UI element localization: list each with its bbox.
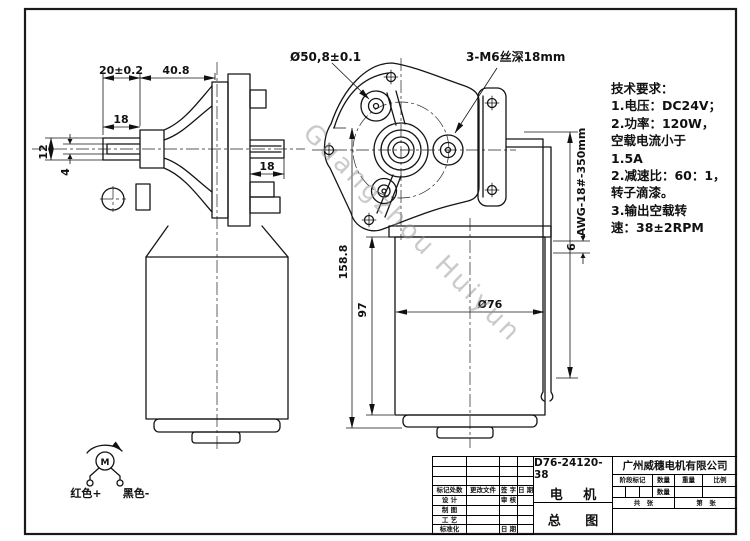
dim-total-height: 158.8 — [337, 245, 350, 280]
m6-mounting-bosses — [360, 90, 464, 205]
draft-label: 制 图 — [433, 505, 467, 516]
gearbox-flange-plate-1 — [211, 81, 229, 219]
title-block-right: 广州威穗电机有限公司 阶段标记 数量 重量 比例 数量 共 张 第 张 — [613, 457, 737, 535]
brush-cap-upper — [249, 181, 275, 198]
dimension-labels: 20±0.2 40.8 18 12 4 18 Ø50,8±0.1 3-M6丝深1… — [37, 49, 588, 318]
gearbox-flange-plate-2 — [227, 73, 251, 227]
revision-table: 标记处数 更改文件 签 字 日 期 设 计 审 核 制 图 工 艺 标准化 日 … — [433, 457, 534, 535]
title-block: 标记处数 更改文件 签 字 日 期 设 计 审 核 制 图 工 艺 标准化 日 … — [432, 456, 737, 535]
rev-header-file: 更改文件 — [467, 486, 500, 496]
gearbox-face-plate — [323, 62, 480, 232]
gearbox-bell-housing — [139, 85, 213, 213]
qty-header: 数量 — [653, 475, 675, 486]
dim-shaft-offset: 20±0.2 — [99, 64, 143, 77]
shaft-hub-circles — [373, 122, 429, 178]
scale-header: 比例 — [713, 476, 727, 484]
dim-body-height: 97 — [356, 302, 369, 317]
tech-line: 1.电压：DC24V； — [611, 98, 722, 114]
ear-bolts — [321, 69, 399, 228]
dim-shaft-len-right: 18 — [259, 160, 274, 173]
design-label: 设 计 — [433, 496, 467, 506]
tech-line: 3.输出空载转 — [611, 202, 687, 218]
dim-shaft-dia: 12 — [37, 144, 50, 159]
rotation-arrow — [86, 441, 123, 454]
face-ribs — [376, 90, 406, 218]
tech-line: 转子滴漆。 — [611, 185, 674, 201]
dim-wire-spec: AWG-18#-350mm — [575, 128, 588, 237]
weight-header: 重量 — [675, 475, 703, 486]
tech-line: 空载电流小于 — [611, 133, 687, 149]
rev-header-sign: 签 字 — [500, 486, 518, 496]
technical-requirements: 技术要求： 1.电压：DC24V； 2.功率：120W， 空载电流小于 1.5A… — [611, 80, 743, 237]
gearbox-top-knob — [249, 89, 267, 109]
black-lead-label: 黑色- — [123, 486, 150, 500]
tech-line: 速：38±2RPM — [611, 220, 704, 236]
date-label: 日 期 — [500, 525, 518, 535]
output-shaft-left — [102, 137, 141, 161]
dimension-lines — [45, 62, 590, 429]
standard-label: 标准化 — [433, 525, 467, 535]
process-label: 工 艺 — [433, 515, 467, 526]
tech-line: 2.功率：120W， — [611, 115, 715, 131]
side-view-linework — [101, 73, 289, 444]
company-name: 广州威穗电机有限公司 — [613, 457, 737, 475]
motor-wiring-symbol: M 红色+ 黑色- — [70, 441, 150, 500]
dim-bolt-circle: Ø50,8±0.1 — [290, 50, 361, 64]
dim-wire-exit: 6 — [565, 243, 578, 251]
tech-line: 1.5A — [611, 150, 643, 166]
red-lead-label: 红色+ — [70, 486, 101, 500]
side-terminal-block — [135, 183, 151, 211]
output-shaft-right — [249, 139, 285, 159]
motor-symbol-letter: M — [101, 458, 110, 468]
stage-header: 阶段标记 — [613, 475, 653, 486]
sheet-border-frame — [23, 7, 738, 536]
sheets-total: 共 张 — [613, 498, 675, 508]
tech-title: 技术要求： — [611, 81, 674, 96]
face-plate-inner-edge — [333, 72, 389, 129]
rev-header-date: 日 期 — [518, 486, 534, 496]
motor-shoulder — [145, 225, 289, 258]
front-view-linework — [321, 62, 554, 439]
motor-endbump-side — [191, 431, 241, 444]
motor-endbump-front — [436, 426, 494, 439]
qty-cell: 数量 — [653, 487, 675, 497]
part-number: D76-24120-38 — [534, 456, 603, 481]
dim-mounting-holes: 3-M6丝深18mm — [466, 49, 565, 64]
brush-cap-lower — [249, 196, 281, 214]
drawing-title: 总 图 — [547, 513, 609, 529]
dim-gearbox-width: 40.8 — [162, 64, 189, 77]
sheet-number: 第 张 — [696, 499, 716, 507]
dim-shaft-len-left: 18 — [113, 113, 128, 126]
bracket-bolts — [484, 95, 500, 198]
tech-line: 2.减速比：60：1， — [611, 168, 726, 184]
centerlines — [32, 58, 516, 452]
part-name: 电 机 — [549, 487, 605, 503]
dim-body-dia: Ø76 — [478, 298, 503, 311]
dim-keyway: 4 — [59, 168, 72, 176]
lead-wires — [505, 138, 554, 402]
check-label: 审 核 — [500, 496, 518, 506]
rev-header-marks: 标记处数 — [433, 486, 467, 496]
part-identity: D76-24120-38 电 机 总 图 — [534, 457, 613, 535]
mounting-hole-side — [101, 187, 125, 211]
